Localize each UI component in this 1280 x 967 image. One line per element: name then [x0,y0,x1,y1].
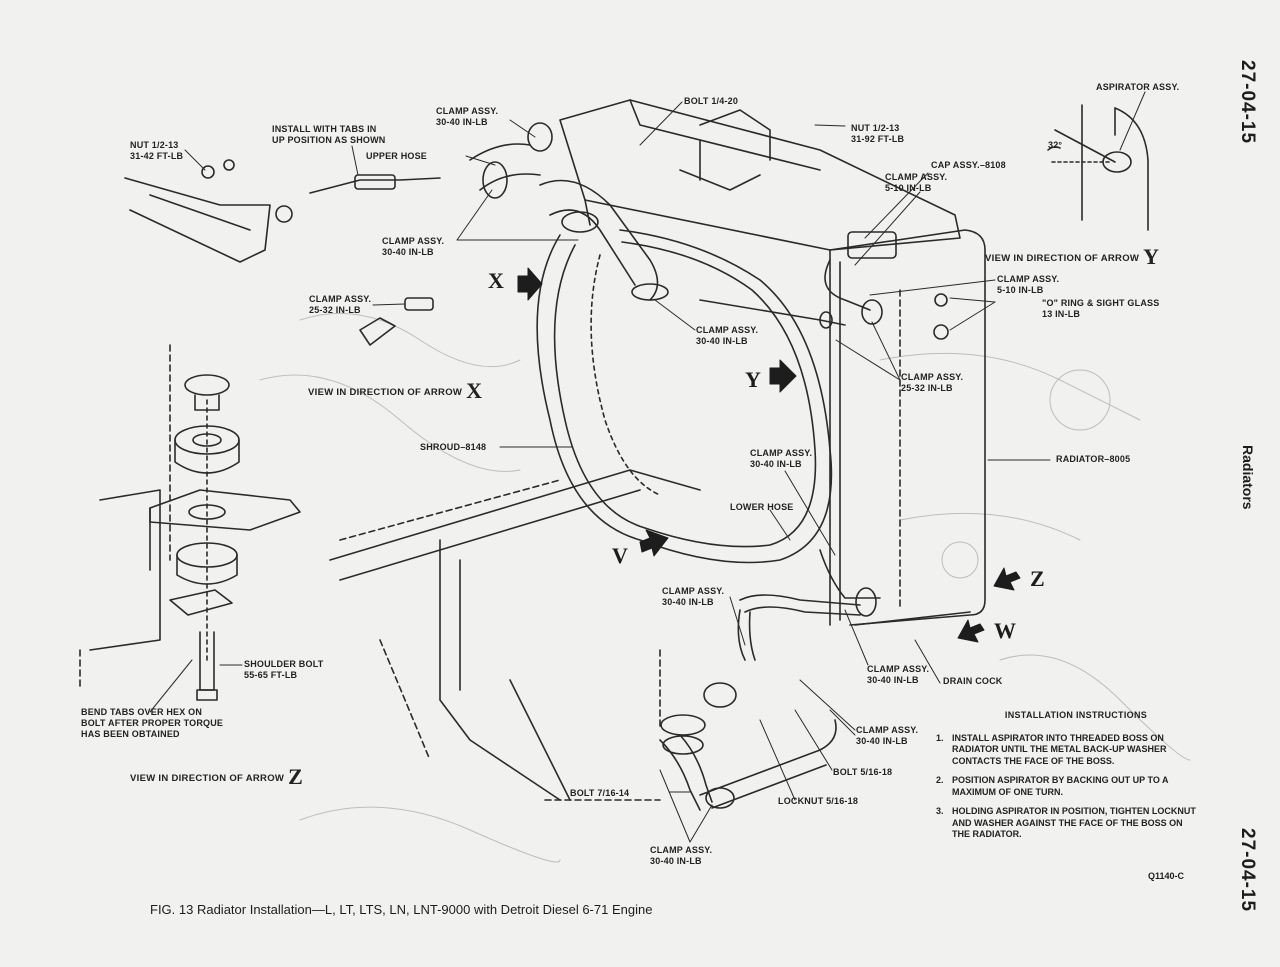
label-nut-left: NUT 1/2-13 31-42 FT-LB [130,140,184,161]
instruction-step: 2. POSITION ASPIRATOR BY BACKING OUT UP … [936,775,1216,798]
view-x-text: VIEW IN DIRECTION OF ARROW [308,387,463,398]
instructions-list: 1. INSTALL ASPIRATOR INTO THREADED BOSS … [936,733,1216,841]
arrow-letter-z: Z [1030,566,1045,591]
label-shoulder-bolt: SHOULDER BOLT 55-65 FT-LB [244,659,324,680]
view-y-letter: Y [1143,244,1160,269]
label-clamp-center: CLAMP ASSY. 30-40 IN-LB [696,325,759,346]
label-locknut: LOCKNUT 5/16-18 [778,796,859,806]
leader-lines [149,91,1146,843]
label-clamp-lower-right: CLAMP ASSY. 30-40 IN-LB [867,664,930,685]
background-engine-ghost [259,312,1191,863]
label-install-tabs: INSTALL WITH TABS IN UP POSITION AS SHOW… [272,124,386,145]
label-nut-right: NUT 1/2-13 31-92 FT-LB [851,123,905,144]
label-lower-hose: LOWER HOSE [730,502,794,512]
page-number-bottom: 27-04-15 [1237,828,1258,913]
step-number: 3. [936,806,944,816]
chassis-frame-drawing [329,469,701,801]
label-clamp-lower-left: CLAMP ASSY. 30-40 IN-LB [662,586,725,607]
label-bend-tabs: BEND TABS OVER HEX ON BOLT AFTER PROPER … [81,707,224,739]
section-title: Radiators [1240,445,1256,510]
arrow-letter-y: Y [745,367,761,392]
step-number: 2. [936,775,944,785]
mount-exploded-view [79,344,301,701]
label-clamp-bottom-right: CLAMP ASSY. 30-40 IN-LB [856,725,919,746]
view-z-text: VIEW IN DIRECTION OF ARROW [130,773,285,784]
label-clamp-25-32-left: CLAMP ASSY. 25-32 IN-LB [309,294,372,315]
label-shroud: SHROUD–8148 [420,442,487,452]
label-clamp-bottom: CLAMP ASSY. 30-40 IN-LB [650,845,713,866]
vent-hose-drawing [699,259,949,340]
label-cap-assy: CAP ASSY.–8108 [931,160,1006,170]
arrow-letter-x: X [488,268,504,293]
label-bolt-top: BOLT 1/4-20 [684,96,739,106]
instruction-step: 3. HOLDING ASPIRATOR IN POSITION, TIGHTE… [936,806,1216,841]
label-oring-sight-glass: "O" RING & SIGHT GLASS 13 IN-LB [1042,298,1160,319]
view-z-letter: Z [288,764,304,789]
step-number: 1. [936,732,944,743]
label-aspirator: ASPIRATOR ASSY. [1096,82,1180,92]
label-radiator: RADIATOR–8005 [1056,454,1131,464]
label-clamp-top: CLAMP ASSY. 30-40 IN-LB [436,106,499,127]
arrow-letter-w: W [994,618,1016,643]
lower-hose-drawing [737,549,881,661]
instruction-step: 1. INSTALL ASPIRATOR INTO THREADED BOSS … [936,733,1216,768]
label-clamp-cap: CLAMP ASSY. 5-10 IN-LB [885,172,948,193]
shroud [536,229,833,564]
page-number-top: 27-04-15 [1237,60,1258,145]
direction-arrows [517,267,1021,643]
label-angle: 32° [1048,140,1063,150]
arrow-letter-v: V [612,543,628,568]
instructions-title: INSTALLATION INSTRUCTIONS [1004,710,1148,720]
label-clamp-right-y: CLAMP ASSY. 5-10 IN-LB [997,274,1060,295]
view-x-letter: X [466,378,483,403]
step-text: POSITION ASPIRATOR BY BACKING OUT UP TO … [952,775,1169,797]
label-bolt-516: BOLT 5/16-18 [833,767,893,777]
installation-instructions: INSTALLATION INSTRUCTIONS 1. INSTALL ASP… [936,710,1216,849]
label-clamp-lower-hose: CLAMP ASSY. 30-40 IN-LB [750,448,813,469]
label-clamp-25-32-right: CLAMP ASSY. 25-32 IN-LB [901,372,964,393]
upper-bracket-drawing [124,159,441,263]
step-text: HOLDING ASPIRATOR IN POSITION, TIGHTEN L… [952,806,1196,839]
aspirator-inset-drawing [1047,104,1149,231]
radiator-core [829,229,986,626]
label-bolt-716: BOLT 7/16-14 [570,788,630,798]
upper-hose-drawing [469,122,669,301]
figure-caption: FIG. 13 Radiator Installation—L, LT, LTS… [150,902,653,917]
label-clamp-left-mid: CLAMP ASSY. 30-40 IN-LB [382,236,445,257]
label-upper-hose: UPPER HOSE [366,151,428,161]
figure-code: Q1140-C [1148,871,1185,881]
label-drain-cock: DRAIN COCK [943,676,1003,686]
step-text: INSTALL ASPIRATOR INTO THREADED BOSS ON … [952,732,1167,766]
bottom-piping-drawing [659,649,837,811]
view-y-text: VIEW IN DIRECTION OF ARROW [985,253,1140,264]
